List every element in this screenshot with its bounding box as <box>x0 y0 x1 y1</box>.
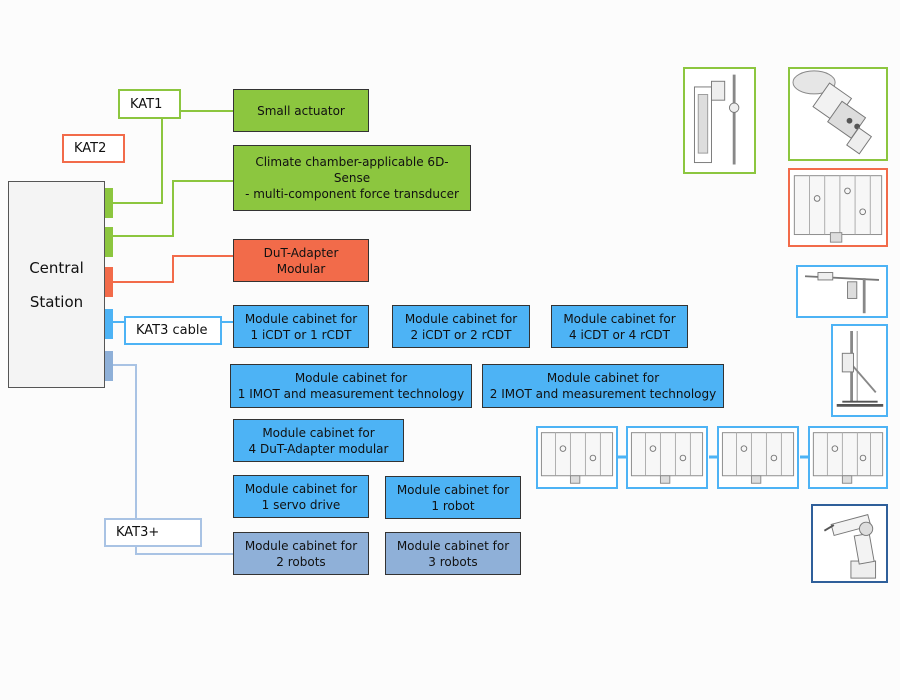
small-actuator-box: Small actuator <box>233 89 369 132</box>
module-cabinet-1-imot: Module cabinet for 1 IMOT and measuremen… <box>230 364 472 408</box>
tall-test-stand-photo <box>831 324 888 417</box>
port-kat1-a <box>105 188 113 218</box>
kat1-line-top <box>113 119 163 204</box>
dut-adapter-box: DuT-Adapter Modular <box>233 239 369 282</box>
module-cabinet-3-robots: Module cabinet for 3 robots <box>385 532 521 575</box>
dut-adapter-rack-photo <box>788 168 888 247</box>
central-station-label: Central Station <box>29 258 84 311</box>
port-kat3plus <box>105 351 113 381</box>
module-cabinet-1-icdt: Module cabinet for 1 iCDT or 1 rCDT <box>233 305 369 348</box>
chained-module-rack-3 <box>717 426 799 489</box>
module-cabinet-2-robots: Module cabinet for 2 robots <box>233 532 369 575</box>
kat2-line <box>113 255 233 283</box>
module-cabinet-1-servo: Module cabinet for 1 servo drive <box>233 475 369 518</box>
kat3plus-line-b <box>135 546 233 555</box>
industrial-robot-photo <box>811 504 888 583</box>
module-cabinet-4-dut: Module cabinet for 4 DuT-Adapter modular <box>233 419 404 462</box>
kat1-label: KAT1 <box>118 89 181 119</box>
module-cabinet-2-icdt: Module cabinet for 2 iCDT or 2 rCDT <box>392 305 530 348</box>
small-actuator-photo <box>683 67 756 174</box>
port-kat2 <box>105 267 113 297</box>
chained-module-rack-4 <box>808 426 888 489</box>
rig-on-stand-photo <box>796 265 888 318</box>
kat3plus-label: KAT3+ <box>104 518 202 547</box>
kat2-label: KAT2 <box>62 134 125 163</box>
climate-chamber-box: Climate chamber-applicable 6D-Sense - mu… <box>233 145 471 211</box>
chained-module-rack-1 <box>536 426 618 489</box>
kat3-cable-label: KAT3 cable <box>124 316 222 345</box>
port-kat1-b <box>105 227 113 257</box>
port-kat3 <box>105 309 113 339</box>
kat1-line-climate <box>113 180 233 237</box>
central-station: Central Station <box>8 181 105 388</box>
chained-module-rack-2 <box>626 426 708 489</box>
force-transducer-photo <box>788 67 888 161</box>
module-cabinet-2-imot: Module cabinet for 2 IMOT and measuremen… <box>482 364 724 408</box>
module-cabinet-4-icdt: Module cabinet for 4 iCDT or 4 rCDT <box>551 305 688 348</box>
kat3plus-line <box>113 364 137 518</box>
module-cabinet-1-robot: Module cabinet for 1 robot <box>385 476 521 519</box>
